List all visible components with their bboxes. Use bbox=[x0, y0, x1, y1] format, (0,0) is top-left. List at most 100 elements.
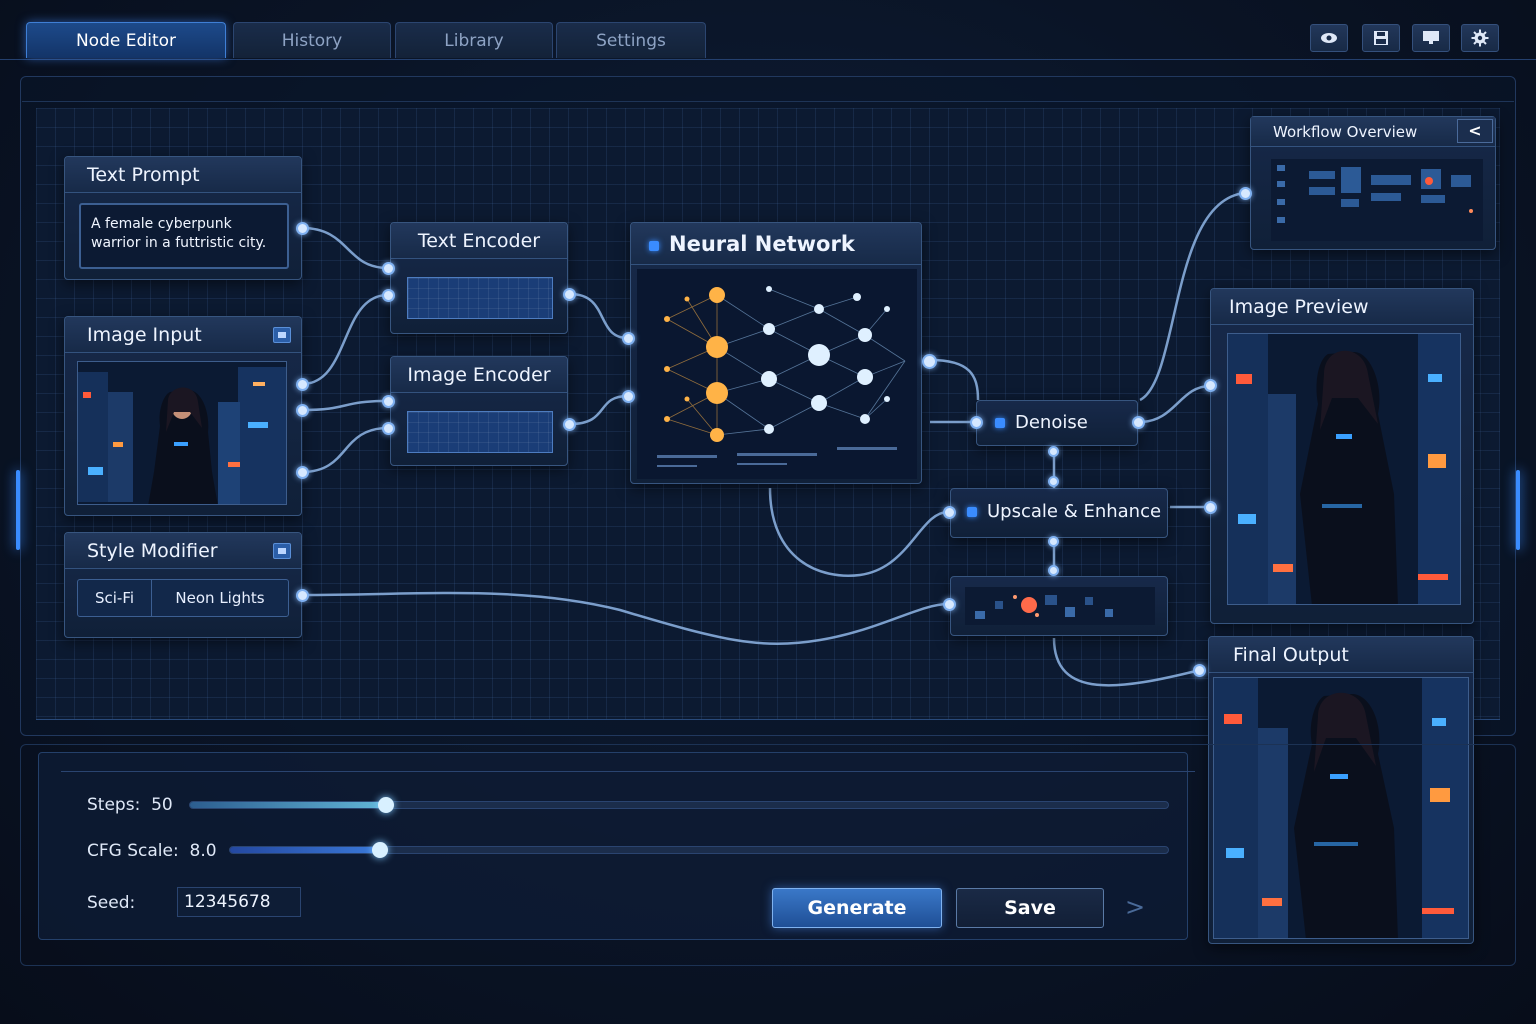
steps-label: Steps: 50 bbox=[87, 795, 173, 815]
collapse-overview-button[interactable]: < bbox=[1457, 119, 1493, 143]
denoise-link-port-top[interactable] bbox=[1048, 446, 1059, 457]
text-encoder-output-port[interactable] bbox=[563, 288, 576, 301]
cfg-label-text: CFG Scale: bbox=[87, 841, 179, 861]
image-preview-input-port-1[interactable] bbox=[1204, 379, 1217, 392]
final-output-node[interactable]: Final Output bbox=[1208, 636, 1474, 944]
neural-network-status-icon bbox=[649, 241, 659, 251]
cfg-label: CFG Scale: 8.0 bbox=[87, 841, 217, 861]
text-prompt-title: Text Prompt bbox=[65, 157, 301, 193]
upscale-link-port-bottom[interactable] bbox=[1048, 536, 1059, 547]
image-input-port-1[interactable] bbox=[296, 378, 309, 391]
gear-icon[interactable] bbox=[1461, 24, 1499, 52]
image-encoder-node[interactable]: Image Encoder bbox=[390, 356, 568, 466]
text-prompt-node[interactable]: Text Prompt A female cyberpunk warrior i… bbox=[64, 156, 302, 280]
preview-image bbox=[1227, 333, 1461, 605]
style-option-neon[interactable]: Neon Lights bbox=[175, 589, 265, 607]
workflow-overview-port[interactable] bbox=[1239, 187, 1252, 200]
image-preview-node[interactable]: Image Preview bbox=[1210, 288, 1474, 624]
generate-button[interactable]: Generate bbox=[772, 888, 942, 928]
image-input-node[interactable]: Image Input bbox=[64, 316, 302, 516]
style-modifier-node[interactable]: Style Modifier Sci-Fi Neon Lights bbox=[64, 532, 302, 638]
image-encoder-input-port-2[interactable] bbox=[382, 422, 395, 435]
top-tab-bar: Node Editor History Library Settings bbox=[0, 0, 1536, 60]
workflow-overview-panel[interactable]: Workflow Overview < bbox=[1250, 116, 1496, 250]
steps-value: 50 bbox=[151, 795, 173, 815]
neural-network-graph bbox=[637, 269, 917, 479]
upscale-status-icon bbox=[967, 507, 977, 517]
preview-strip-thumbnail bbox=[965, 587, 1155, 625]
final-output-input-port[interactable] bbox=[1193, 664, 1206, 677]
text-encoder-input-port-2[interactable] bbox=[382, 289, 395, 302]
prompt-text-field[interactable]: A female cyberpunk warrior in a futtrist… bbox=[79, 203, 289, 269]
eye-icon[interactable] bbox=[1310, 24, 1348, 52]
neural-network-title: Neural Network bbox=[631, 223, 921, 265]
text-encoder-panel bbox=[407, 277, 553, 319]
cfg-slider-fill bbox=[230, 847, 380, 853]
image-preview-title: Image Preview bbox=[1211, 289, 1473, 325]
style-modifier-title: Style Modifier bbox=[65, 533, 301, 569]
style-modifier-output-port[interactable] bbox=[296, 589, 309, 602]
image-input-port-2[interactable] bbox=[296, 404, 309, 417]
neural-network-output-port[interactable] bbox=[922, 354, 937, 369]
left-edge-glow bbox=[16, 470, 20, 550]
right-edge-glow bbox=[1516, 470, 1520, 550]
steps-slider-knob[interactable] bbox=[378, 797, 394, 813]
seed-label: Seed: bbox=[87, 893, 136, 913]
panel-divider bbox=[61, 771, 1195, 772]
image-input-title: Image Input bbox=[65, 317, 301, 353]
denoise-title: Denoise bbox=[1015, 412, 1088, 433]
nn-warm-node bbox=[709, 287, 725, 303]
image-preview-input-port-2[interactable] bbox=[1204, 501, 1217, 514]
save-icon[interactable] bbox=[1362, 24, 1400, 52]
denoise-input-port[interactable] bbox=[970, 416, 983, 429]
cfg-value: 8.0 bbox=[189, 841, 217, 861]
workflow-overview-title: Workflow Overview bbox=[1251, 117, 1495, 147]
upscale-enhance-node[interactable]: Upscale & Enhance bbox=[950, 488, 1168, 538]
cfg-slider[interactable] bbox=[229, 842, 1169, 858]
generation-controls-panel: Steps: 50 CFG Scale: 8.0 Seed: 12345678 … bbox=[38, 752, 1195, 940]
save-button[interactable]: Save bbox=[956, 888, 1104, 928]
steps-label-text: Steps: bbox=[87, 795, 141, 815]
denoise-output-port[interactable] bbox=[1132, 416, 1145, 429]
denoise-node[interactable]: Denoise bbox=[976, 400, 1138, 446]
upscale-title: Upscale & Enhance bbox=[987, 501, 1162, 522]
neural-network-title-label: Neural Network bbox=[669, 232, 855, 256]
text-encoder-node[interactable]: Text Encoder bbox=[390, 222, 568, 334]
final-output-image bbox=[1213, 677, 1469, 939]
style-option-scifi[interactable]: Sci-Fi bbox=[78, 580, 152, 616]
workflow-minimap[interactable] bbox=[1271, 159, 1483, 241]
upscale-input-port[interactable] bbox=[943, 506, 956, 519]
image-input-menu-icon[interactable] bbox=[273, 327, 291, 343]
text-encoder-title: Text Encoder bbox=[391, 223, 567, 259]
tab-history[interactable]: History bbox=[233, 22, 391, 58]
tab-library[interactable]: Library bbox=[395, 22, 553, 58]
steps-slider-fill bbox=[190, 802, 386, 808]
preview-strip-link-port[interactable] bbox=[1048, 565, 1059, 576]
image-input-port-3[interactable] bbox=[296, 466, 309, 479]
image-encoder-title: Image Encoder bbox=[391, 357, 567, 393]
upscale-link-port-top[interactable] bbox=[1048, 476, 1059, 487]
next-arrow-button[interactable]: > bbox=[1125, 893, 1146, 921]
tab-settings[interactable]: Settings bbox=[556, 22, 706, 58]
style-options: Sci-Fi Neon Lights bbox=[77, 579, 289, 617]
denoise-status-icon bbox=[995, 418, 1005, 428]
image-encoder-output-port[interactable] bbox=[563, 418, 576, 431]
tab-node-editor[interactable]: Node Editor bbox=[26, 22, 226, 58]
cfg-slider-knob[interactable] bbox=[372, 842, 388, 858]
image-encoder-panel bbox=[407, 411, 553, 453]
preview-strip-input-port[interactable] bbox=[943, 598, 956, 611]
neural-network-node[interactable]: Neural Network bbox=[630, 222, 922, 484]
image-encoder-input-port-1[interactable] bbox=[382, 395, 395, 408]
style-modifier-menu-icon[interactable] bbox=[273, 543, 291, 559]
monitor-icon[interactable] bbox=[1412, 24, 1450, 52]
steps-slider[interactable] bbox=[189, 797, 1169, 813]
text-encoder-input-port-1[interactable] bbox=[382, 262, 395, 275]
preview-strip-node bbox=[950, 576, 1168, 636]
seed-input[interactable]: 12345678 bbox=[177, 887, 301, 917]
neural-network-input-port-2[interactable] bbox=[622, 390, 635, 403]
editor-frame-header bbox=[22, 78, 1514, 102]
final-output-title: Final Output bbox=[1209, 637, 1473, 673]
neural-network-input-port-1[interactable] bbox=[622, 332, 635, 345]
text-prompt-output-port[interactable] bbox=[296, 222, 309, 235]
